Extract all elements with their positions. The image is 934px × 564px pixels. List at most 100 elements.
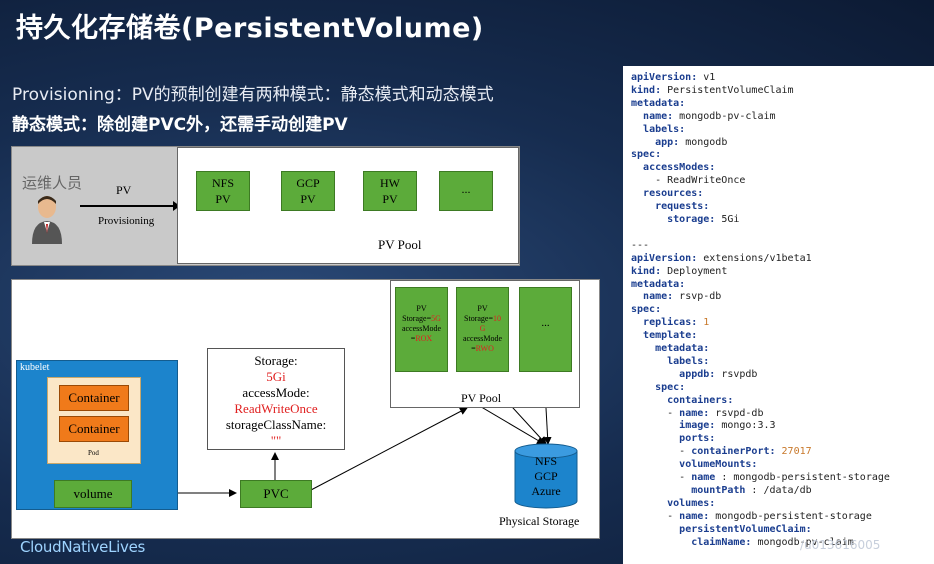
code-line: spec: <box>631 149 934 162</box>
storage-azure: Azure <box>531 484 561 498</box>
storage-cylinder-icon <box>514 443 578 509</box>
code-line: volumeMounts: <box>631 459 934 472</box>
code-token: apiVersion: <box>631 72 698 83</box>
code-token: apiVersion: <box>631 252 698 264</box>
pv-line: =ROX <box>396 334 447 344</box>
pv-text: = <box>471 344 476 353</box>
code-token: template: <box>643 330 698 342</box>
slide-title: 持久化存储卷(PersistentVolume) <box>16 13 484 44</box>
pv-value: 5G <box>431 314 441 323</box>
pv-box-line: ... <box>461 182 471 196</box>
kubelet-node: kubelet Container Container Pod <box>16 360 178 510</box>
pv-box-line: PV <box>215 192 231 206</box>
code-line: image: mongo:3.3 <box>631 420 934 433</box>
code-token: persistentVolumeClaim: <box>679 523 812 535</box>
container-box-1: Container <box>59 385 129 411</box>
storage-cylinder-labels: NFS GCP Azure <box>514 454 578 499</box>
code-token <box>631 420 679 431</box>
pod-label: Pod <box>88 449 99 457</box>
pv-arrow-label: PV <box>116 183 132 197</box>
code-line: kind: PersistentVolumeClaim <box>631 85 934 98</box>
code-token: name: <box>643 110 674 122</box>
code-token: mongodb-pv-claim <box>751 536 854 548</box>
container-box-2: Container <box>59 416 129 442</box>
code-line: - name: rsvpd-db <box>631 408 934 421</box>
code-line: - name: mongodb-persistent-storage <box>631 511 934 524</box>
code-token <box>631 433 679 444</box>
static-mode-heading: 静态模式：除创建PVC外，还需手动创建PV <box>12 115 348 135</box>
static-provisioning-diagram: 运维人员 PV Provisioning NFS PV GCP PV HW PV… <box>11 146 520 266</box>
code-token: mountPath <box>691 485 746 496</box>
code-line: name: rsvp-db <box>631 291 934 304</box>
code-line: apiVersion: v1 <box>631 72 934 85</box>
code-token: - <box>631 472 692 484</box>
pv-box-line: NFS <box>211 176 234 190</box>
code-token: rsvp-db <box>673 291 722 303</box>
pv-pool-top: NFS PV GCP PV HW PV ... PV Pool <box>177 147 519 264</box>
code-token: Deployment <box>661 265 728 277</box>
pv-pool-bottom: PV Storage=5G accessMode =ROX PV Storage… <box>390 280 580 408</box>
pv-line: PV <box>416 304 427 313</box>
code-token: mongodb-pv-claim <box>673 110 776 122</box>
code-token: volumeMounts: <box>679 459 758 471</box>
code-line: volumes: <box>631 498 934 511</box>
code-token: - ReadWriteOnce <box>631 175 746 187</box>
code-token: requests: <box>655 201 710 213</box>
code-token: volumes: <box>667 497 716 509</box>
pv-box-line: PV <box>300 192 316 206</box>
pod-box: Container Container Pod <box>47 377 141 464</box>
code-token <box>631 201 655 212</box>
pv-pool-label: PV Pool <box>378 237 422 252</box>
code-line: template: <box>631 330 934 343</box>
provisioning-label: Provisioning <box>98 215 155 227</box>
code-token: image: <box>679 420 716 432</box>
code-token <box>631 162 643 173</box>
code-token: - <box>631 407 680 419</box>
code-line: --- <box>631 240 934 253</box>
code-token <box>631 356 667 367</box>
code-token <box>631 382 655 393</box>
code-line: appdb: rsvpdb <box>631 369 934 382</box>
connector-lines <box>131 371 552 497</box>
code-token: name <box>691 472 716 484</box>
pv-value: RWO <box>475 344 494 353</box>
code-token: mongodb <box>679 136 728 148</box>
pv-line: Storage=5G <box>396 314 447 324</box>
access-mode-key: accessMode: <box>242 385 310 400</box>
code-token <box>631 498 667 509</box>
pv-box-5g-rox: PV Storage=5G accessMode =ROX <box>395 287 448 372</box>
code-line: kind: Deployment <box>631 266 934 279</box>
pv-box-gcp: GCP PV <box>281 171 335 211</box>
pv-value: G <box>479 324 486 333</box>
code-line: app: mongodb <box>631 137 934 150</box>
code-line: - containerPort: 27017 <box>631 446 934 459</box>
storage-gcp: GCP <box>534 469 558 483</box>
code-line: ports: <box>631 433 934 446</box>
code-token: name: <box>679 510 710 522</box>
code-line: apiVersion: extensions/v1beta1 <box>631 253 934 266</box>
pv-line: PV <box>477 304 488 313</box>
pv-box-nfs: NFS PV <box>196 171 250 211</box>
pv-line: =RWO <box>457 344 508 354</box>
code-token: --- <box>631 239 650 251</box>
pvc-box: PVC <box>240 480 312 508</box>
code-token: resources: <box>643 188 704 200</box>
code-token: 5Gi <box>715 213 740 225</box>
code-line: - name : mongodb-persistent-storage <box>631 472 934 485</box>
pv-value: ROX <box>415 334 433 343</box>
code-line: resources: <box>631 188 934 201</box>
pv-box-line: PV <box>382 192 398 206</box>
code-token <box>631 291 643 302</box>
code-token: mongodb-persistent-storage <box>709 510 872 522</box>
code-token: v1 <box>697 72 716 83</box>
code-token: kind: <box>631 265 662 277</box>
code-token: appdb: <box>679 368 716 380</box>
code-line: metadata: <box>631 343 934 356</box>
code-token: PersistentVolumeClaim <box>661 84 794 96</box>
code-token: replicas: <box>643 317 698 329</box>
code-token: - <box>631 446 692 458</box>
code-token <box>631 537 691 548</box>
code-token: ports: <box>679 433 716 445</box>
